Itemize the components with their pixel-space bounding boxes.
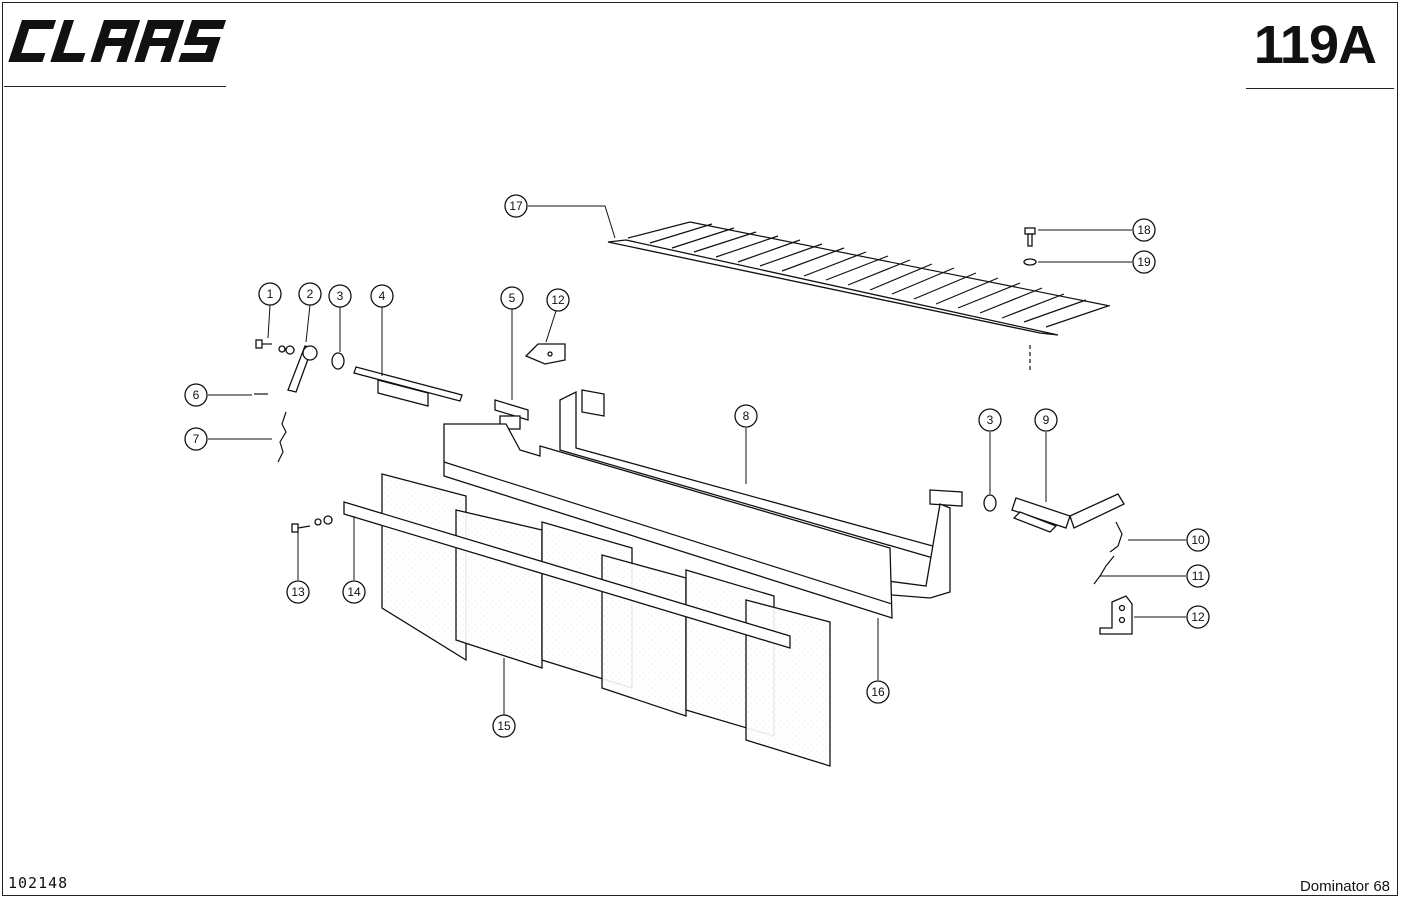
callout-18: 18 xyxy=(1132,218,1156,242)
svg-text:7: 7 xyxy=(193,432,200,446)
svg-text:17: 17 xyxy=(509,199,523,213)
part-14-clamp-strip xyxy=(343,501,791,649)
svg-text:1: 1 xyxy=(267,287,274,301)
svg-text:19: 19 xyxy=(1137,255,1151,269)
svg-text:6: 6 xyxy=(193,388,200,402)
callout-3-right: 3 xyxy=(978,408,1002,432)
svg-text:2: 2 xyxy=(307,287,314,301)
callout-12-lower: 12 xyxy=(1186,605,1210,629)
callout-1: 1 xyxy=(258,282,282,306)
callout-17: 17 xyxy=(504,194,528,218)
document-number: 102148 xyxy=(8,874,69,892)
part-17-comb-strip xyxy=(607,221,1111,372)
part-12-bracket-upper xyxy=(524,343,566,365)
callout-9: 9 xyxy=(1034,408,1058,432)
svg-text:4: 4 xyxy=(379,289,386,303)
svg-text:15: 15 xyxy=(497,719,511,733)
svg-text:14: 14 xyxy=(347,585,361,599)
callout-3-left: 3 xyxy=(328,284,352,308)
part-9-lever-arm xyxy=(1011,493,1125,533)
callout-4: 4 xyxy=(370,284,394,308)
callout-12-upper: 12 xyxy=(546,288,570,312)
callout-10: 10 xyxy=(1186,528,1210,552)
callout-13: 13 xyxy=(286,580,310,604)
claas-logo xyxy=(8,20,227,62)
svg-text:18: 18 xyxy=(1137,223,1151,237)
part-10-hook xyxy=(1109,521,1123,553)
page-number: 119A xyxy=(1253,15,1377,75)
callout-6: 6 xyxy=(184,383,208,407)
part-16-frame-angle xyxy=(443,423,893,619)
callout-19: 19 xyxy=(1132,250,1156,274)
part-2-lever-arm xyxy=(278,345,318,393)
part-3-washer-left xyxy=(331,352,345,370)
svg-text:13: 13 xyxy=(291,585,305,599)
flap-2 xyxy=(455,509,543,669)
part-1-bolt xyxy=(255,339,272,349)
svg-text:10: 10 xyxy=(1191,533,1205,547)
svg-text:12: 12 xyxy=(1191,610,1205,624)
part-12-bracket-lower xyxy=(1099,595,1133,635)
callout-16: 16 xyxy=(866,680,890,704)
part-13-bolt xyxy=(291,515,333,533)
svg-text:11: 11 xyxy=(1192,569,1205,583)
svg-text:9: 9 xyxy=(1043,413,1050,427)
model-name: Dominator 68 xyxy=(1299,878,1390,895)
part-5-bushing xyxy=(494,399,529,430)
page-number-underline xyxy=(1246,88,1394,89)
flap-6 xyxy=(745,599,831,767)
part-4-shaft xyxy=(353,366,463,407)
svg-text:12: 12 xyxy=(551,293,565,307)
part-19-washer xyxy=(1023,258,1037,266)
part-8-support-tube xyxy=(559,389,963,599)
callout-11: 11 xyxy=(1186,564,1210,588)
callout-14: 14 xyxy=(342,580,366,604)
part-11-chain xyxy=(1093,555,1115,585)
svg-text:3: 3 xyxy=(987,413,994,427)
callout-2: 2 xyxy=(298,282,322,306)
part-7-chain xyxy=(277,411,287,463)
flap-1 xyxy=(381,473,467,662)
part-3-washer-right xyxy=(983,494,997,512)
callout-8: 8 xyxy=(734,404,758,428)
svg-text:3: 3 xyxy=(337,289,344,303)
part-18-bolt xyxy=(1024,227,1036,247)
logo-underline xyxy=(4,86,226,87)
svg-text:5: 5 xyxy=(509,291,516,305)
svg-text:16: 16 xyxy=(871,685,885,699)
callout-15: 15 xyxy=(492,714,516,738)
flap-4 xyxy=(601,554,687,717)
callout-5: 5 xyxy=(500,286,524,310)
callout-7: 7 xyxy=(184,427,208,451)
leader-lines xyxy=(208,205,1186,715)
svg-text:8: 8 xyxy=(743,409,750,423)
